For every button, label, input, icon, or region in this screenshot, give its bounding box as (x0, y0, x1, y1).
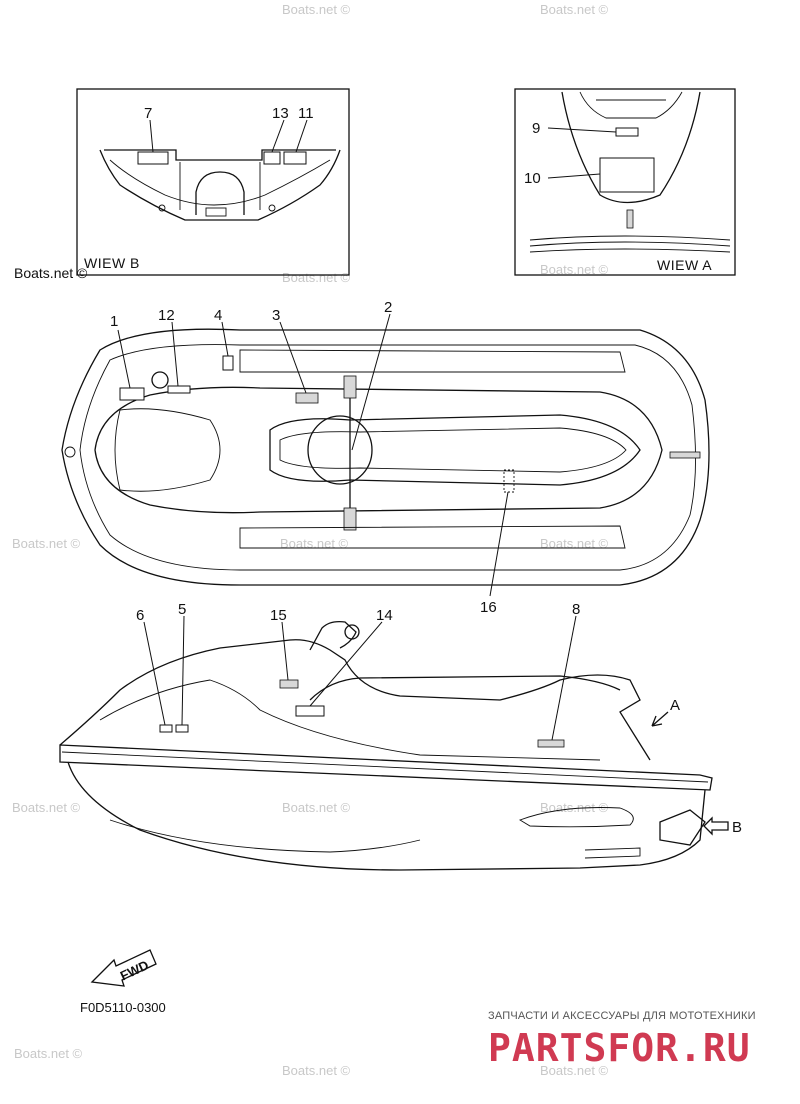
callout-16: 16 (480, 599, 497, 616)
view-a-arrow (651, 711, 669, 727)
decal-16 (503, 469, 515, 493)
view-b-nozzle (195, 171, 245, 215)
decal-14 (295, 705, 325, 717)
decal-9 (615, 127, 639, 137)
view-a-panel: 9 10 WIEW A (514, 88, 736, 276)
jet-pump (659, 809, 706, 846)
decal-4 (222, 355, 234, 371)
part-code: F0D5110-0300 (80, 1000, 166, 1015)
brand-tagline: ЗАПЧАСТИ И АКСЕССУАРЫ ДЛЯ МОТОТЕХНИКИ (488, 1010, 756, 1022)
decal-15 (279, 679, 299, 689)
decal-6 (159, 724, 173, 733)
view-b-hull (99, 149, 341, 221)
decal-13 (263, 151, 281, 165)
top-seat (269, 414, 641, 486)
watermark: Boats.net © (282, 270, 351, 285)
view-a-console (561, 91, 701, 204)
side-hull-bottom (67, 761, 706, 871)
watermark: Boats.net © (540, 536, 609, 551)
view-a-title: WIEW A (657, 257, 712, 273)
callout-4: 4 (214, 307, 222, 324)
watermark: Boats.net © (12, 800, 81, 815)
brand-logo: PARTSFOR.RU (488, 1026, 751, 1070)
callout-1: 1 (110, 313, 118, 330)
watermark: Boats.net © (282, 2, 351, 17)
top-view-hull: 1 12 4 3 2 16 (61, 299, 710, 616)
decal-8 (537, 739, 565, 748)
view-a-arrow-label: A (670, 697, 680, 714)
side-view-hull: 6 5 15 14 8 A B (59, 601, 742, 871)
callout-6: 6 (136, 607, 144, 624)
view-b-arrow-label: B (732, 819, 742, 836)
callout-11: 11 (298, 105, 314, 122)
gunwale (59, 744, 713, 791)
decal-12 (167, 385, 191, 394)
decal-10 (599, 157, 655, 193)
callout-15: 15 (270, 607, 287, 624)
top-deck (94, 386, 663, 514)
watermarks: Boats.net © Boats.net © Boats.net © Boat… (12, 2, 609, 1078)
top-hull-outline (61, 328, 710, 586)
watermark: Boats.net © (280, 536, 349, 551)
fwd-arrow-icon (90, 949, 157, 987)
decal-11 (283, 151, 307, 165)
callout-7: 7 (144, 105, 152, 122)
watermark: Boats.net © (540, 2, 609, 17)
decal-3 (295, 392, 319, 404)
side-handlebar (309, 620, 357, 651)
fwd-indicator: FWD (90, 949, 157, 987)
callout-10: 10 (524, 170, 541, 187)
view-b-panel: 7 13 11 WIEW B Boats.net © (14, 88, 350, 281)
decal-1 (119, 387, 145, 401)
callout-13: 13 (272, 105, 289, 122)
fwd-label: FWD (118, 957, 151, 983)
callout-2: 2 (384, 299, 392, 316)
watermark: Boats.net © (282, 800, 351, 815)
view-b-frame (76, 88, 350, 276)
view-b-title: WIEW B (84, 255, 140, 271)
watermark: Boats.net © (12, 536, 81, 551)
decal-5 (175, 724, 189, 733)
view-a-frame (514, 88, 736, 276)
callout-8: 8 (572, 601, 580, 618)
watermark: Boats.net © (540, 1063, 609, 1078)
callout-9: 9 (532, 120, 540, 137)
fuel-cap (151, 371, 169, 389)
watermark-dark: Boats.net © (14, 265, 88, 281)
decal-7 (137, 151, 169, 165)
view-b-arrow (703, 816, 729, 836)
callout-5: 5 (178, 601, 186, 618)
callout-12: 12 (158, 307, 175, 324)
watermark: Boats.net © (14, 1046, 83, 1061)
callout-3: 3 (272, 307, 280, 324)
side-deck (59, 639, 651, 761)
watermark: Boats.net © (282, 1063, 351, 1078)
watermark: Boats.net © (540, 800, 609, 815)
watermark: Boats.net © (540, 262, 609, 277)
callout-14: 14 (376, 607, 393, 624)
